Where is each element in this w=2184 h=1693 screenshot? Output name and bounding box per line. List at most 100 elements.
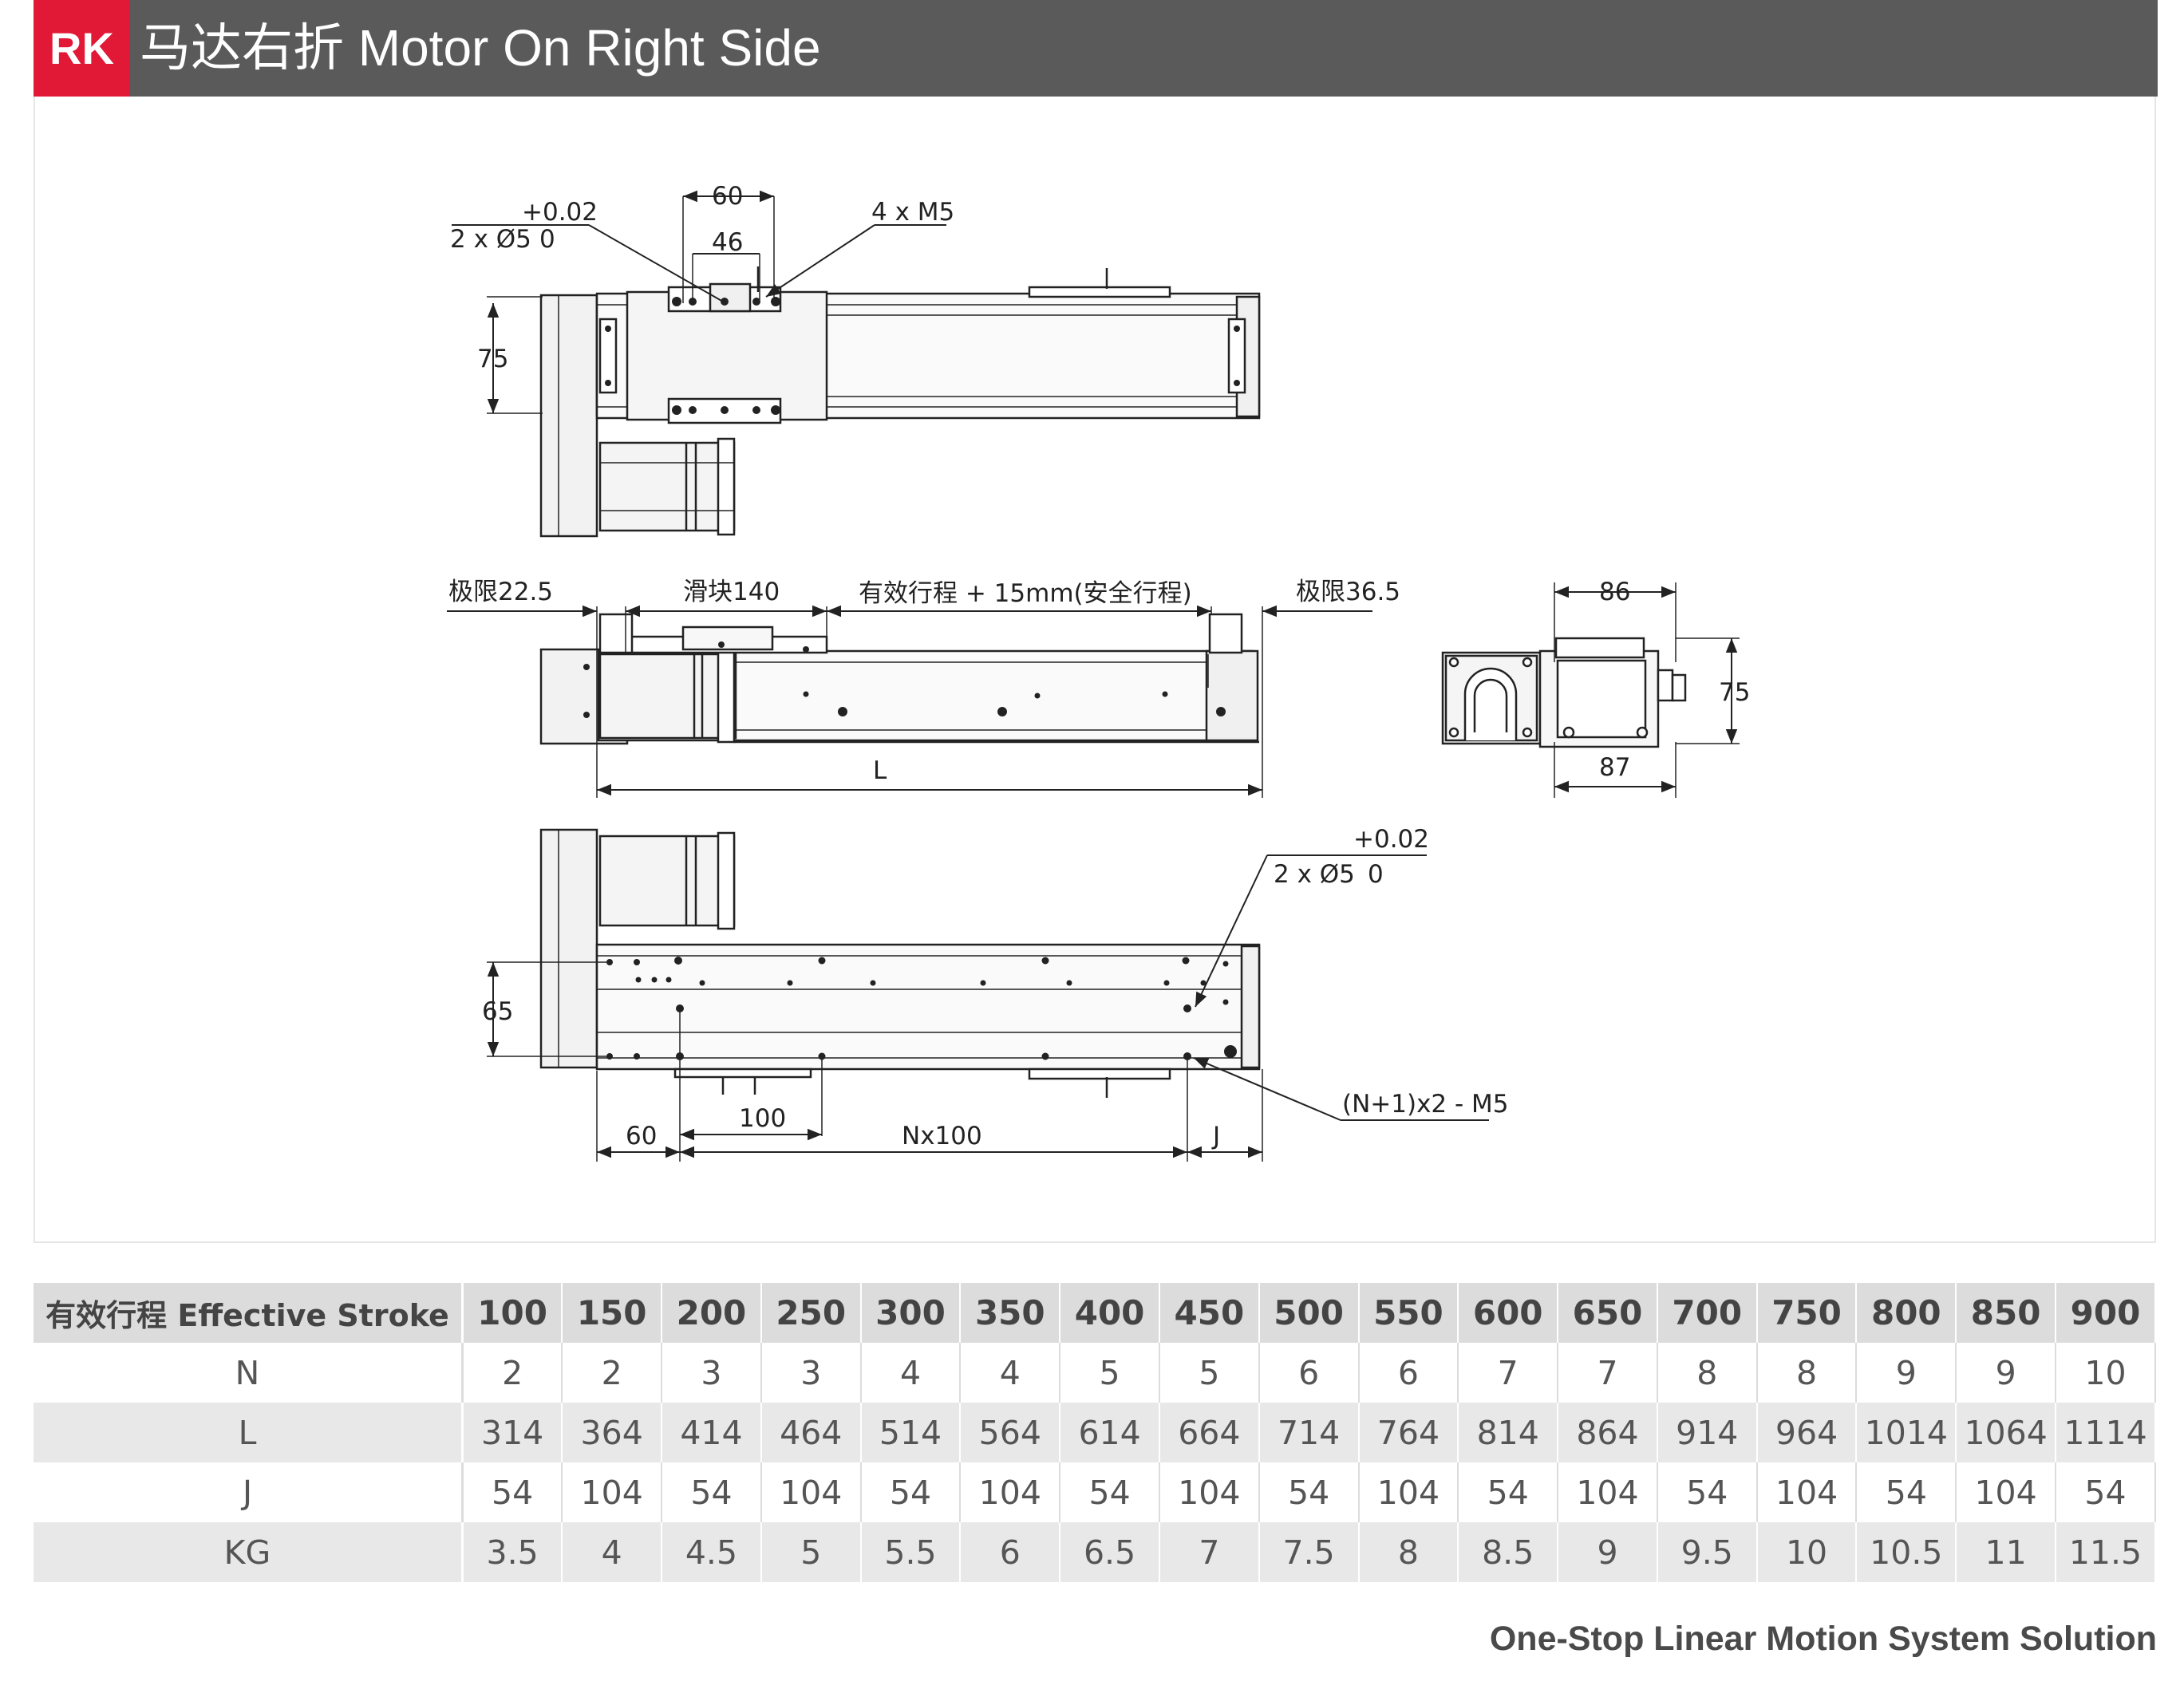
dim-L: L <box>873 756 887 785</box>
table-cell: 514 <box>860 1403 962 1462</box>
slider-length: 滑块140 <box>683 578 780 606</box>
table-cell: 104 <box>1756 1462 1858 1522</box>
table-cell: 6.5 <box>1060 1522 1160 1582</box>
limit-right: 极限36.5 <box>1296 578 1400 606</box>
table-cell: 6 <box>1358 1343 1459 1403</box>
table-cell: 1114 <box>2056 1403 2156 1462</box>
table-cell: 54 <box>1657 1462 1758 1522</box>
table-cell: 54 <box>462 1462 563 1522</box>
side-view <box>539 613 1259 745</box>
table-cell: 814 <box>1458 1403 1559 1462</box>
series-badge: RK <box>34 0 130 97</box>
row-label: L <box>34 1403 464 1462</box>
table-cell: 864 <box>1558 1403 1658 1462</box>
table-cell: 54 <box>2056 1462 2156 1522</box>
dim-46: 46 <box>712 228 743 257</box>
stroke-header-label: 有效行程 Effective Stroke <box>34 1283 464 1343</box>
dim-100: 100 <box>739 1104 786 1133</box>
table-cell: 104 <box>1358 1462 1459 1522</box>
top-hole-zero: 0 <box>539 225 555 254</box>
table-cell: 414 <box>662 1403 762 1462</box>
table-cell: 9 <box>1856 1343 1957 1403</box>
bottom-hole-spec: 2 x Ø5 <box>1274 860 1355 889</box>
table-cell: 4 <box>960 1343 1061 1403</box>
table-cell: 10.5 <box>1856 1522 1957 1582</box>
dim-65: 65 <box>482 997 513 1026</box>
table-cell: 104 <box>1956 1462 2056 1522</box>
technical-drawing: +0.02 2 x Ø5 0 60 46 4 x M5 75 极限22.5 滑块… <box>447 182 1750 1162</box>
table-cell: 5.5 <box>860 1522 962 1582</box>
table-cell: 5 <box>760 1522 862 1582</box>
table-cell: 8.5 <box>1458 1522 1559 1582</box>
table-cell: 364 <box>562 1403 663 1462</box>
row-label: J <box>34 1462 464 1522</box>
table-cell: 464 <box>760 1403 862 1462</box>
top-hole-spec: 2 x Ø5 <box>450 225 531 254</box>
stroke-header-cell: 650 <box>1558 1283 1658 1343</box>
table-cell: 54 <box>1458 1462 1559 1522</box>
table-cell: 5 <box>1159 1343 1260 1403</box>
bottom-tolerance: +0.02 <box>1353 825 1429 854</box>
stroke-header-cell: 400 <box>1060 1283 1160 1343</box>
table-cell: 2 <box>562 1343 663 1403</box>
table-cell: 2 <box>462 1343 563 1403</box>
stroke-header-cell: 300 <box>860 1283 962 1343</box>
drawing-frame <box>34 97 2156 1243</box>
table-cell: 54 <box>1856 1462 1957 1522</box>
table-cell: 104 <box>1558 1462 1658 1522</box>
stroke-header-cell: 350 <box>960 1283 1061 1343</box>
stroke-header-cell: 550 <box>1358 1283 1459 1343</box>
table-cell: 9 <box>1558 1522 1658 1582</box>
top-view <box>539 266 1261 538</box>
table-cell: 8 <box>1756 1343 1858 1403</box>
dim-75-left: 75 <box>477 345 508 373</box>
table-cell: 1014 <box>1856 1403 1957 1462</box>
row-label: KG <box>34 1522 464 1582</box>
table-cell: 614 <box>1060 1403 1160 1462</box>
table-cell: 1064 <box>1956 1403 2056 1462</box>
table-cell: 10 <box>1756 1522 1858 1582</box>
table-cell: 4 <box>562 1522 663 1582</box>
table-cell: 104 <box>960 1462 1061 1522</box>
page-title: 马达右折 Motor On Right Side <box>140 19 821 77</box>
stroke-header-cell: 750 <box>1756 1283 1858 1343</box>
table-cell: 7.5 <box>1258 1522 1360 1582</box>
table-cell: 714 <box>1258 1403 1360 1462</box>
table-cell: 7 <box>1159 1522 1260 1582</box>
table-cell: 11 <box>1956 1522 2056 1582</box>
table-cell: 54 <box>1060 1462 1160 1522</box>
dim-87: 87 <box>1599 753 1630 782</box>
dim-75-end: 75 <box>1719 678 1750 707</box>
table-cell: 9.5 <box>1657 1522 1758 1582</box>
dim-J: J <box>1211 1122 1220 1150</box>
end-view <box>1441 637 1687 748</box>
table-cell: 4 <box>860 1343 962 1403</box>
table-cell: 964 <box>1756 1403 1858 1462</box>
table-cell: 564 <box>960 1403 1061 1462</box>
dim-86: 86 <box>1599 578 1630 606</box>
bottom-hole-zero: 0 <box>1368 860 1384 889</box>
stroke-header-cell: 200 <box>662 1283 762 1343</box>
table-cell: 664 <box>1159 1403 1260 1462</box>
table-cell: 6 <box>960 1522 1061 1582</box>
table-cell: 9 <box>1956 1343 2056 1403</box>
table-cell: 3 <box>662 1343 762 1403</box>
table-cell: 914 <box>1657 1403 1758 1462</box>
stroke-header-cell: 450 <box>1159 1283 1260 1343</box>
table-cell: 10 <box>2056 1343 2156 1403</box>
bottom-view <box>539 828 1261 1098</box>
row-label: N <box>34 1343 464 1403</box>
stroke-header-cell: 850 <box>1956 1283 2056 1343</box>
stroke-header-cell: 250 <box>760 1283 862 1343</box>
table-cell: 3.5 <box>462 1522 563 1582</box>
table-cell: 8 <box>1358 1522 1459 1582</box>
table-cell: 54 <box>860 1462 962 1522</box>
header-bar <box>34 0 2158 97</box>
stroke-header-cell: 800 <box>1856 1283 1957 1343</box>
table-cell: 7 <box>1558 1343 1658 1403</box>
